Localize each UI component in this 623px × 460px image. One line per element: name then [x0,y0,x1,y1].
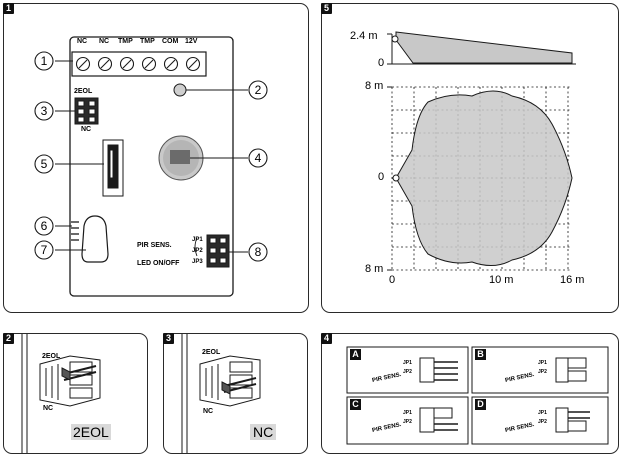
variant-d-jumpers [555,407,590,433]
variant-b-letter: B [475,349,486,360]
panel-1-number: 1 [3,3,14,14]
variant-c-jp1: JP1 [403,410,412,416]
coverage-area [395,90,573,266]
variant-b-jp2: JP2 [538,369,547,375]
terminal-label-12v: 12V [185,38,198,45]
variant-d-jp1: JP1 [538,410,547,416]
variant-a-letter: A [350,349,361,360]
jumper-label-nc: NC [81,126,92,133]
callout-2: 2 [254,83,262,97]
variant-a-jumpers [419,357,458,383]
variant-a-jp2: JP2 [403,369,412,375]
panel-2-number: 2 [3,333,14,344]
callout-4: 4 [254,151,262,165]
y-label-bottom: 8 m [365,263,384,275]
panel-4-number: 4 [321,333,332,344]
circuit-board [69,36,234,297]
y-label-top: 8 m [365,80,384,92]
terminal-block [71,51,207,77]
pir-jumpers [206,234,230,268]
x-label-zero: 0 [389,274,396,286]
jp2-label: JP2 [192,248,203,254]
x-label-max: 16 m [560,274,585,286]
pyro-sensor [158,135,204,181]
callout-1: 1 [40,54,48,68]
x-label-mid: 10 m [489,274,514,286]
jumper-closeup-2eol [39,355,101,407]
panel-5-number: 5 [321,3,332,14]
terminal-screws [75,56,201,72]
variant-b-jumpers [555,357,587,383]
terminal-label-tmp-2: TMP [140,38,155,45]
terminal-label-nc-1: NC [77,38,88,45]
height-label-top: 2.4 m [350,30,378,42]
variant-b-box [471,346,609,394]
pir-sens-label: PIR SENS. [137,242,172,249]
variant-a-jp1: JP1 [403,360,412,366]
jp3-label: JP3 [192,259,203,265]
p2-caption: 2EOL [71,424,111,440]
jumper-closeup-nc [199,355,261,407]
tamper-switch [102,139,124,197]
detector-side-icon [391,35,399,43]
jumper-label-2eol: 2EOL [74,88,93,95]
variant-d-letter: D [475,399,486,410]
eol-jumper [74,97,99,125]
callout-8: 8 [254,245,262,259]
variant-c-box [346,396,469,445]
alignment-marks [71,221,79,241]
terminal-label-nc-2: NC [99,38,110,45]
variant-d-jp2: JP2 [538,419,547,425]
terminal-label-com: COM [162,38,179,45]
variant-c-jumpers [419,407,458,433]
jp1-label: JP1 [192,237,203,243]
p3-top-label: 2EOL [202,349,221,356]
height-label-zero: 0 [378,57,385,69]
variant-c-jp2: JP2 [403,419,412,425]
p2-top-label: 2EOL [42,353,61,360]
callout-5: 5 [40,157,48,171]
variant-b-jp1: JP1 [538,360,547,366]
callout-7: 7 [40,243,48,257]
p2-bottom-label: NC [43,405,54,412]
mounting-hole [81,215,109,263]
panel-3-number: 3 [163,333,174,344]
callout-circles [34,51,268,262]
callout-6: 6 [40,219,48,233]
variant-c-letter: C [350,399,361,410]
led-onoff-label: LED ON/OFF [137,260,180,267]
y-label-mid: 0 [378,171,385,183]
variant-a-box [346,346,469,394]
terminal-label-tmp-1: TMP [118,38,133,45]
p3-caption: NC [250,424,277,440]
detector-top-icon [392,174,400,182]
p3-bottom-label: NC [203,408,214,415]
callout-3: 3 [40,104,48,118]
